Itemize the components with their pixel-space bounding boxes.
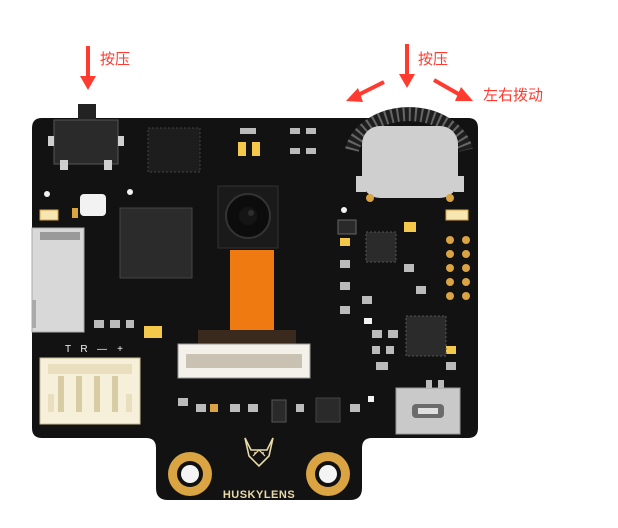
silk-dot — [341, 207, 347, 213]
pin-label-minus: — — [97, 344, 107, 355]
pin-label-plus: + — [117, 344, 123, 355]
uart-connector — [39, 357, 141, 425]
smd-components-top — [290, 128, 316, 154]
smd-small — [72, 208, 78, 218]
brand-label: HUSKYLENS — [223, 489, 295, 501]
silk-dot — [127, 189, 133, 195]
camera-module — [217, 185, 279, 249]
pin-label-t: T — [65, 344, 71, 355]
pin-label-r: R — [80, 344, 87, 355]
silk-dot — [44, 191, 50, 197]
gold-pin-header — [446, 236, 470, 300]
camera-flex-cable — [230, 250, 274, 332]
usb-port — [395, 380, 461, 435]
imu-chip — [365, 231, 397, 263]
smd-components-right — [337, 219, 456, 370]
wifi-chip — [405, 315, 447, 357]
chip-small-top — [147, 127, 201, 173]
arrow-left-button-press — [80, 46, 96, 90]
mounting-pad-left — [168, 452, 212, 496]
arrow-dial-right — [433, 78, 473, 101]
main-processor-chip — [119, 207, 193, 279]
annotation-dial-toggle: 左右拨动 — [483, 86, 543, 104]
arrow-dial-press — [399, 44, 415, 88]
fpc-connector — [177, 330, 311, 379]
rgb-led-right — [445, 209, 469, 221]
mounting-pad-right — [306, 452, 350, 496]
toggle-dial — [345, 107, 473, 202]
status-led-pair — [238, 128, 260, 156]
smd-components-left — [94, 320, 162, 338]
function-button — [48, 104, 124, 170]
annotation-left-press: 按压 — [100, 50, 130, 68]
sd-card-slot — [31, 227, 85, 333]
husky-head-icon — [244, 437, 274, 468]
smd-components-bottom — [178, 396, 374, 423]
annotation-dial-press: 按压 — [418, 50, 448, 68]
white-component — [80, 194, 106, 216]
rgb-led-left — [39, 209, 59, 221]
arrow-dial-left — [346, 80, 385, 102]
